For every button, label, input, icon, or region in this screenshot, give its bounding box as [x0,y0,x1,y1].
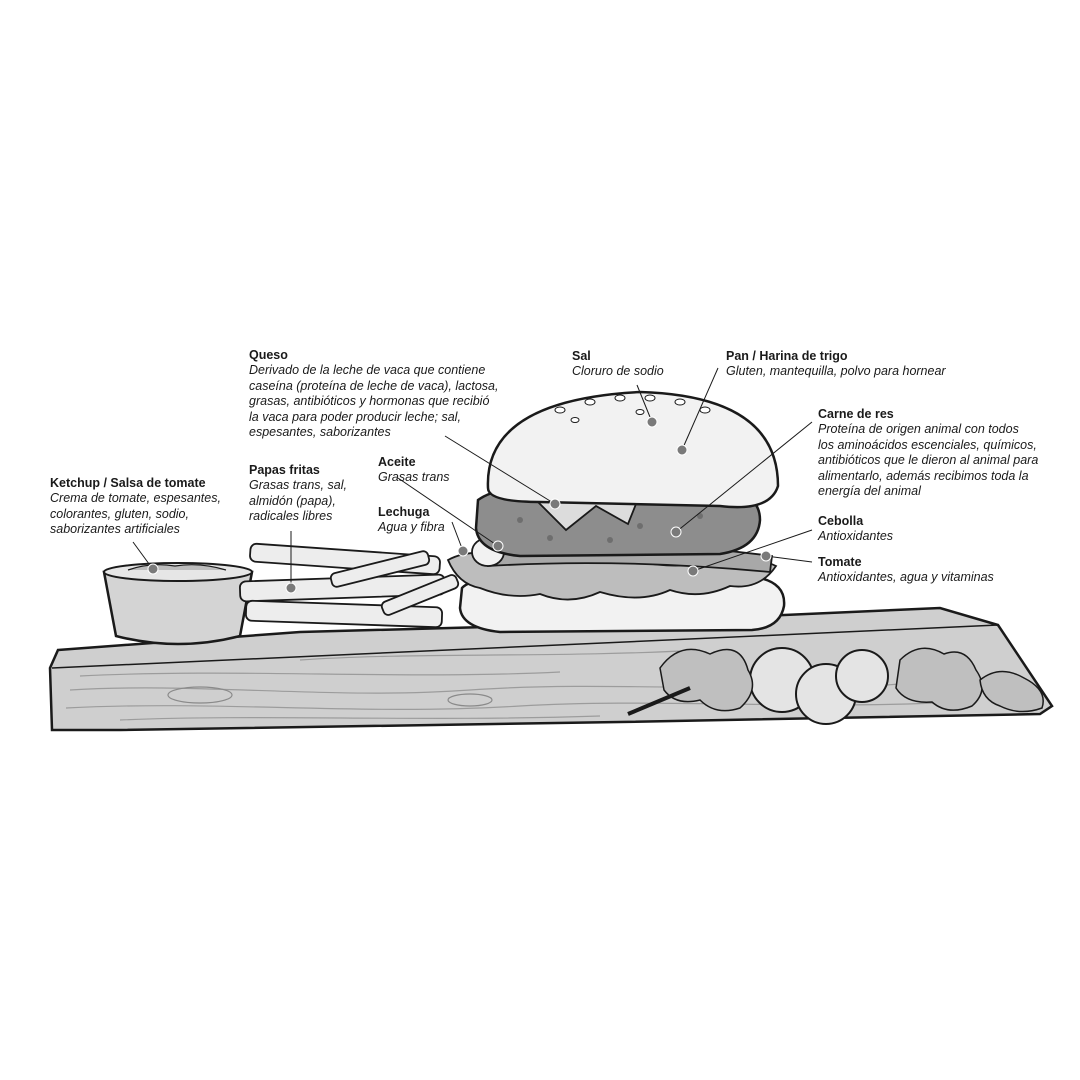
leader-line-ketchup [132,541,153,569]
label-sal-title: Sal [572,349,591,363]
label-tomate-title: Tomate [818,555,862,569]
label-cebolla-title: Cebolla [818,514,864,528]
label-aceite-desc: Grasas trans [378,470,450,485]
label-sal: Sal Cloruro de sodio [572,349,664,380]
label-ketchup-title: Ketchup / Salsa de tomate [50,476,206,490]
marker-dot-papas [285,582,297,594]
label-lechuga-desc: Agua y fibra [378,520,445,535]
leader-lines [132,367,813,588]
label-lechuga-title: Lechuga [378,505,430,519]
label-ketchup: Ketchup / Salsa de tomate Crema de tomat… [50,476,221,538]
marker-dot-pan [676,444,688,456]
marker-dot-lechuga [457,545,469,557]
cherry-tomatoes [749,647,889,725]
leader-line-pan [681,367,719,451]
label-aceite-title: Aceite [378,455,416,469]
label-pan-desc: Gluten, mantequilla, polvo para hornear [726,364,946,379]
label-papas-desc: Grasas trans, sal, almidón (papa), radic… [249,478,347,524]
label-cebolla: Cebolla Antioxidantes [818,514,893,545]
label-sal-desc: Cloruro de sodio [572,364,664,379]
marker-dot-carne [670,526,682,538]
label-queso: Queso Derivado de la leche de vaca que c… [249,348,498,440]
label-papas: Papas fritas Grasas trans, sal, almidón … [249,463,347,525]
leader-line-aceite [397,477,499,547]
label-tomate-desc: Antioxidantes, agua y vitaminas [818,570,994,585]
label-queso-title: Queso [249,348,288,362]
burger [446,390,786,634]
marker-dot-ketchup [147,563,159,575]
ketchup-bowl [102,562,254,646]
label-papas-title: Papas fritas [249,463,320,477]
marker-dots [147,416,772,594]
french-fries [239,542,460,629]
label-tomate: Tomate Antioxidantes, agua y vitaminas [818,555,994,586]
leader-line-queso [444,435,556,505]
label-carne-desc: Proteína de origen animal con todos los … [818,422,1039,499]
leader-line-cebolla [692,529,813,572]
parsley [627,647,1044,716]
label-aceite: Aceite Grasas trans [378,455,450,486]
marker-dot-queso [549,498,561,510]
label-queso-desc: Derivado de la leche de vaca que contien… [249,363,499,440]
wood-knot [447,693,493,707]
leader-line-sal [636,384,653,423]
label-pan-title: Pan / Harina de trigo [726,349,848,363]
label-lechuga: Lechuga Agua y fibra [378,505,445,536]
marker-dot-aceite [492,540,504,552]
label-pan: Pan / Harina de trigo Gluten, mantequill… [726,349,946,380]
leader-line-tomate [765,555,813,563]
wood-knot [167,686,233,704]
marker-dot-tomate [760,550,772,562]
label-ketchup-desc: Crema de tomate, espesantes, colorantes,… [50,491,221,537]
leader-line-carne [675,421,813,533]
label-cebolla-desc: Antioxidantes [818,529,894,544]
label-carne-title: Carne de res [818,407,894,421]
marker-dot-sal [646,416,658,428]
marker-dot-cebolla [687,565,699,577]
label-carne: Carne de res Proteína de origen animal c… [818,407,1038,499]
